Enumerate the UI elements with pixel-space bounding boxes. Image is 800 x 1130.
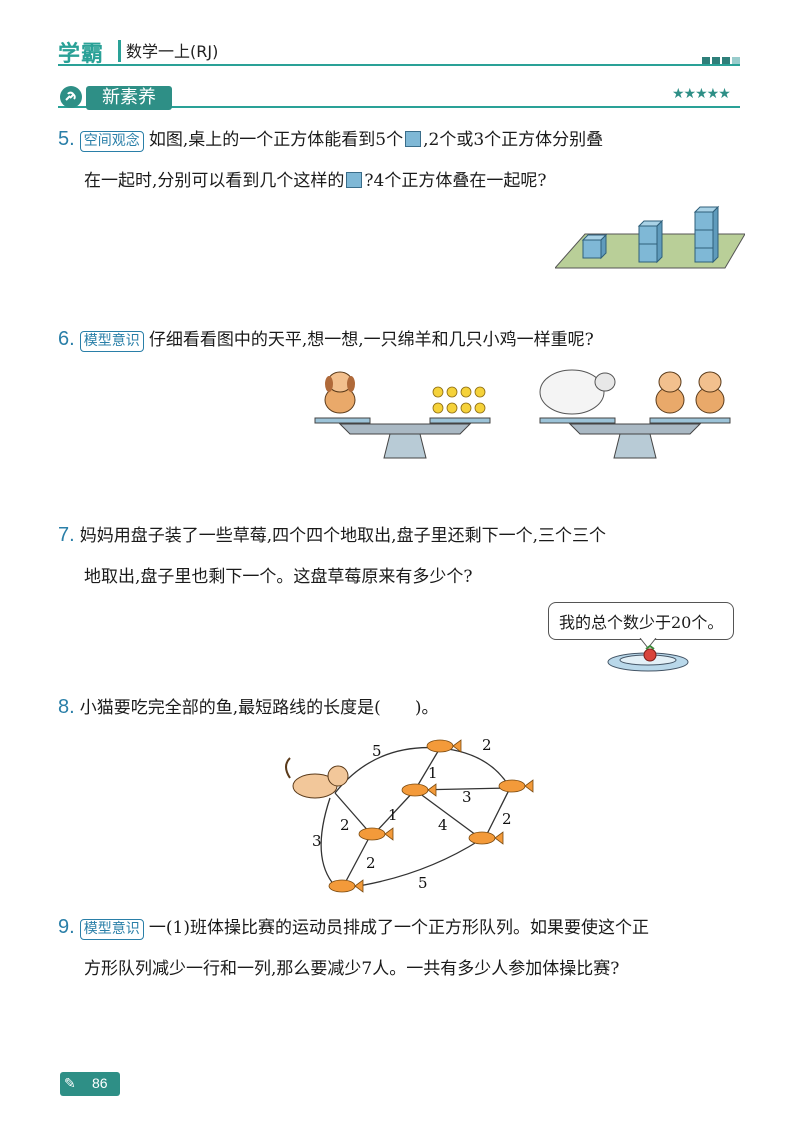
question-number: 8. — [58, 696, 75, 718]
pencil-icon: ✎ — [64, 1076, 76, 1092]
edge-label: 2 — [502, 810, 512, 828]
question-number: 6. — [58, 328, 75, 350]
brand-logo: 学霸 — [58, 42, 105, 67]
question-8: 8. 小猫要吃完全部的鱼,最短路线的长度是( )。 — [58, 696, 438, 719]
edge-label: 5 — [418, 874, 428, 892]
balance-figure — [314, 369, 731, 459]
speech-bubble: 我的总个数少于20个。 — [548, 602, 735, 640]
question-text: 如图,桌上的一个正方体能看到5个 — [148, 130, 404, 150]
question-number: 9. — [58, 916, 75, 938]
question-number: 5. — [58, 128, 75, 150]
page-number: 86 — [92, 1075, 108, 1091]
header-separator — [118, 40, 121, 62]
question-text: 方形队列减少一行和一列,那么要减少7人。一共有多少人参加体操比赛? — [84, 959, 620, 979]
question-9: 9. 模型意识 一(1)班体操比赛的运动员排成了一个正方形队列。如果要使这个正 — [58, 916, 649, 940]
question-text: ?4个正方体叠在一起呢? — [364, 171, 547, 191]
question-text: 妈妈用盘子装了一些草莓,四个四个地取出,盘子里还剩下一个,三个三个 — [79, 526, 606, 546]
cube-face-icon — [346, 172, 363, 188]
edge-label: 2 — [340, 816, 350, 834]
cat-icon — [285, 757, 349, 799]
question-6: 6. 模型意识 仔细看看图中的天平,想一想,一只绵羊和几只小鸡一样重呢? — [58, 328, 594, 352]
cube-face-icon — [405, 131, 422, 147]
skill-tag: 空间观念 — [79, 131, 144, 152]
section-title: 新素养 — [86, 86, 172, 110]
edge-label: 2 — [366, 854, 376, 872]
book-title: 数学一上(RJ) — [126, 42, 219, 61]
edge-label: 3 — [312, 832, 322, 850]
question-text: 仔细看看图中的天平,想一想,一只绵羊和几只小鸡一样重呢? — [148, 330, 594, 350]
edge-label: 5 — [372, 742, 382, 760]
question-number: 7. — [58, 524, 75, 546]
section-rule — [58, 106, 740, 108]
question-text: 小猫要吃完全部的鱼,最短路线的长度是( )。 — [79, 698, 439, 718]
header-rule — [58, 64, 740, 66]
strawberry-plate — [607, 638, 689, 672]
balance-left — [314, 371, 491, 459]
question-text: 在一起时,分别可以看到几个这样的 — [84, 171, 345, 191]
question-text: 地取出,盘子里也剩下一个。这盘草莓原来有多少个? — [84, 567, 473, 587]
page-tab — [60, 1072, 120, 1096]
difficulty-stars: ★★★★★ — [672, 86, 731, 102]
fish-route-graph: 5 2 1 3 2 1 4 2 3 2 5 — [285, 736, 534, 893]
edge-label: 1 — [388, 806, 398, 824]
edge-label: 1 — [428, 764, 438, 782]
question-5-line2: 在一起时,分别可以看到几个这样的 ?4个正方体叠在一起呢? — [84, 170, 546, 192]
link-icon — [60, 86, 82, 108]
fish-icons — [328, 739, 534, 893]
question-text: 一(1)班体操比赛的运动员排成了一个正方形队列。如果要使这个正 — [148, 918, 649, 938]
cubes-figure — [555, 205, 745, 269]
edge-label: 4 — [438, 816, 448, 834]
edge-label: 3 — [462, 788, 472, 806]
question-5: 5. 空间观念 如图,桌上的一个正方体能看到5个 ,2个或3个正方体分别叠 — [58, 128, 603, 152]
question-text: ,2个或3个正方体分别叠 — [423, 130, 604, 150]
edge-label: 2 — [482, 736, 492, 754]
skill-tag: 模型意识 — [79, 919, 144, 940]
question-7: 7. 妈妈用盘子装了一些草莓,四个四个地取出,盘子里还剩下一个,三个三个 — [58, 524, 606, 547]
skill-tag: 模型意识 — [79, 331, 144, 352]
header-marks — [700, 50, 740, 69]
balance-right — [539, 369, 731, 459]
